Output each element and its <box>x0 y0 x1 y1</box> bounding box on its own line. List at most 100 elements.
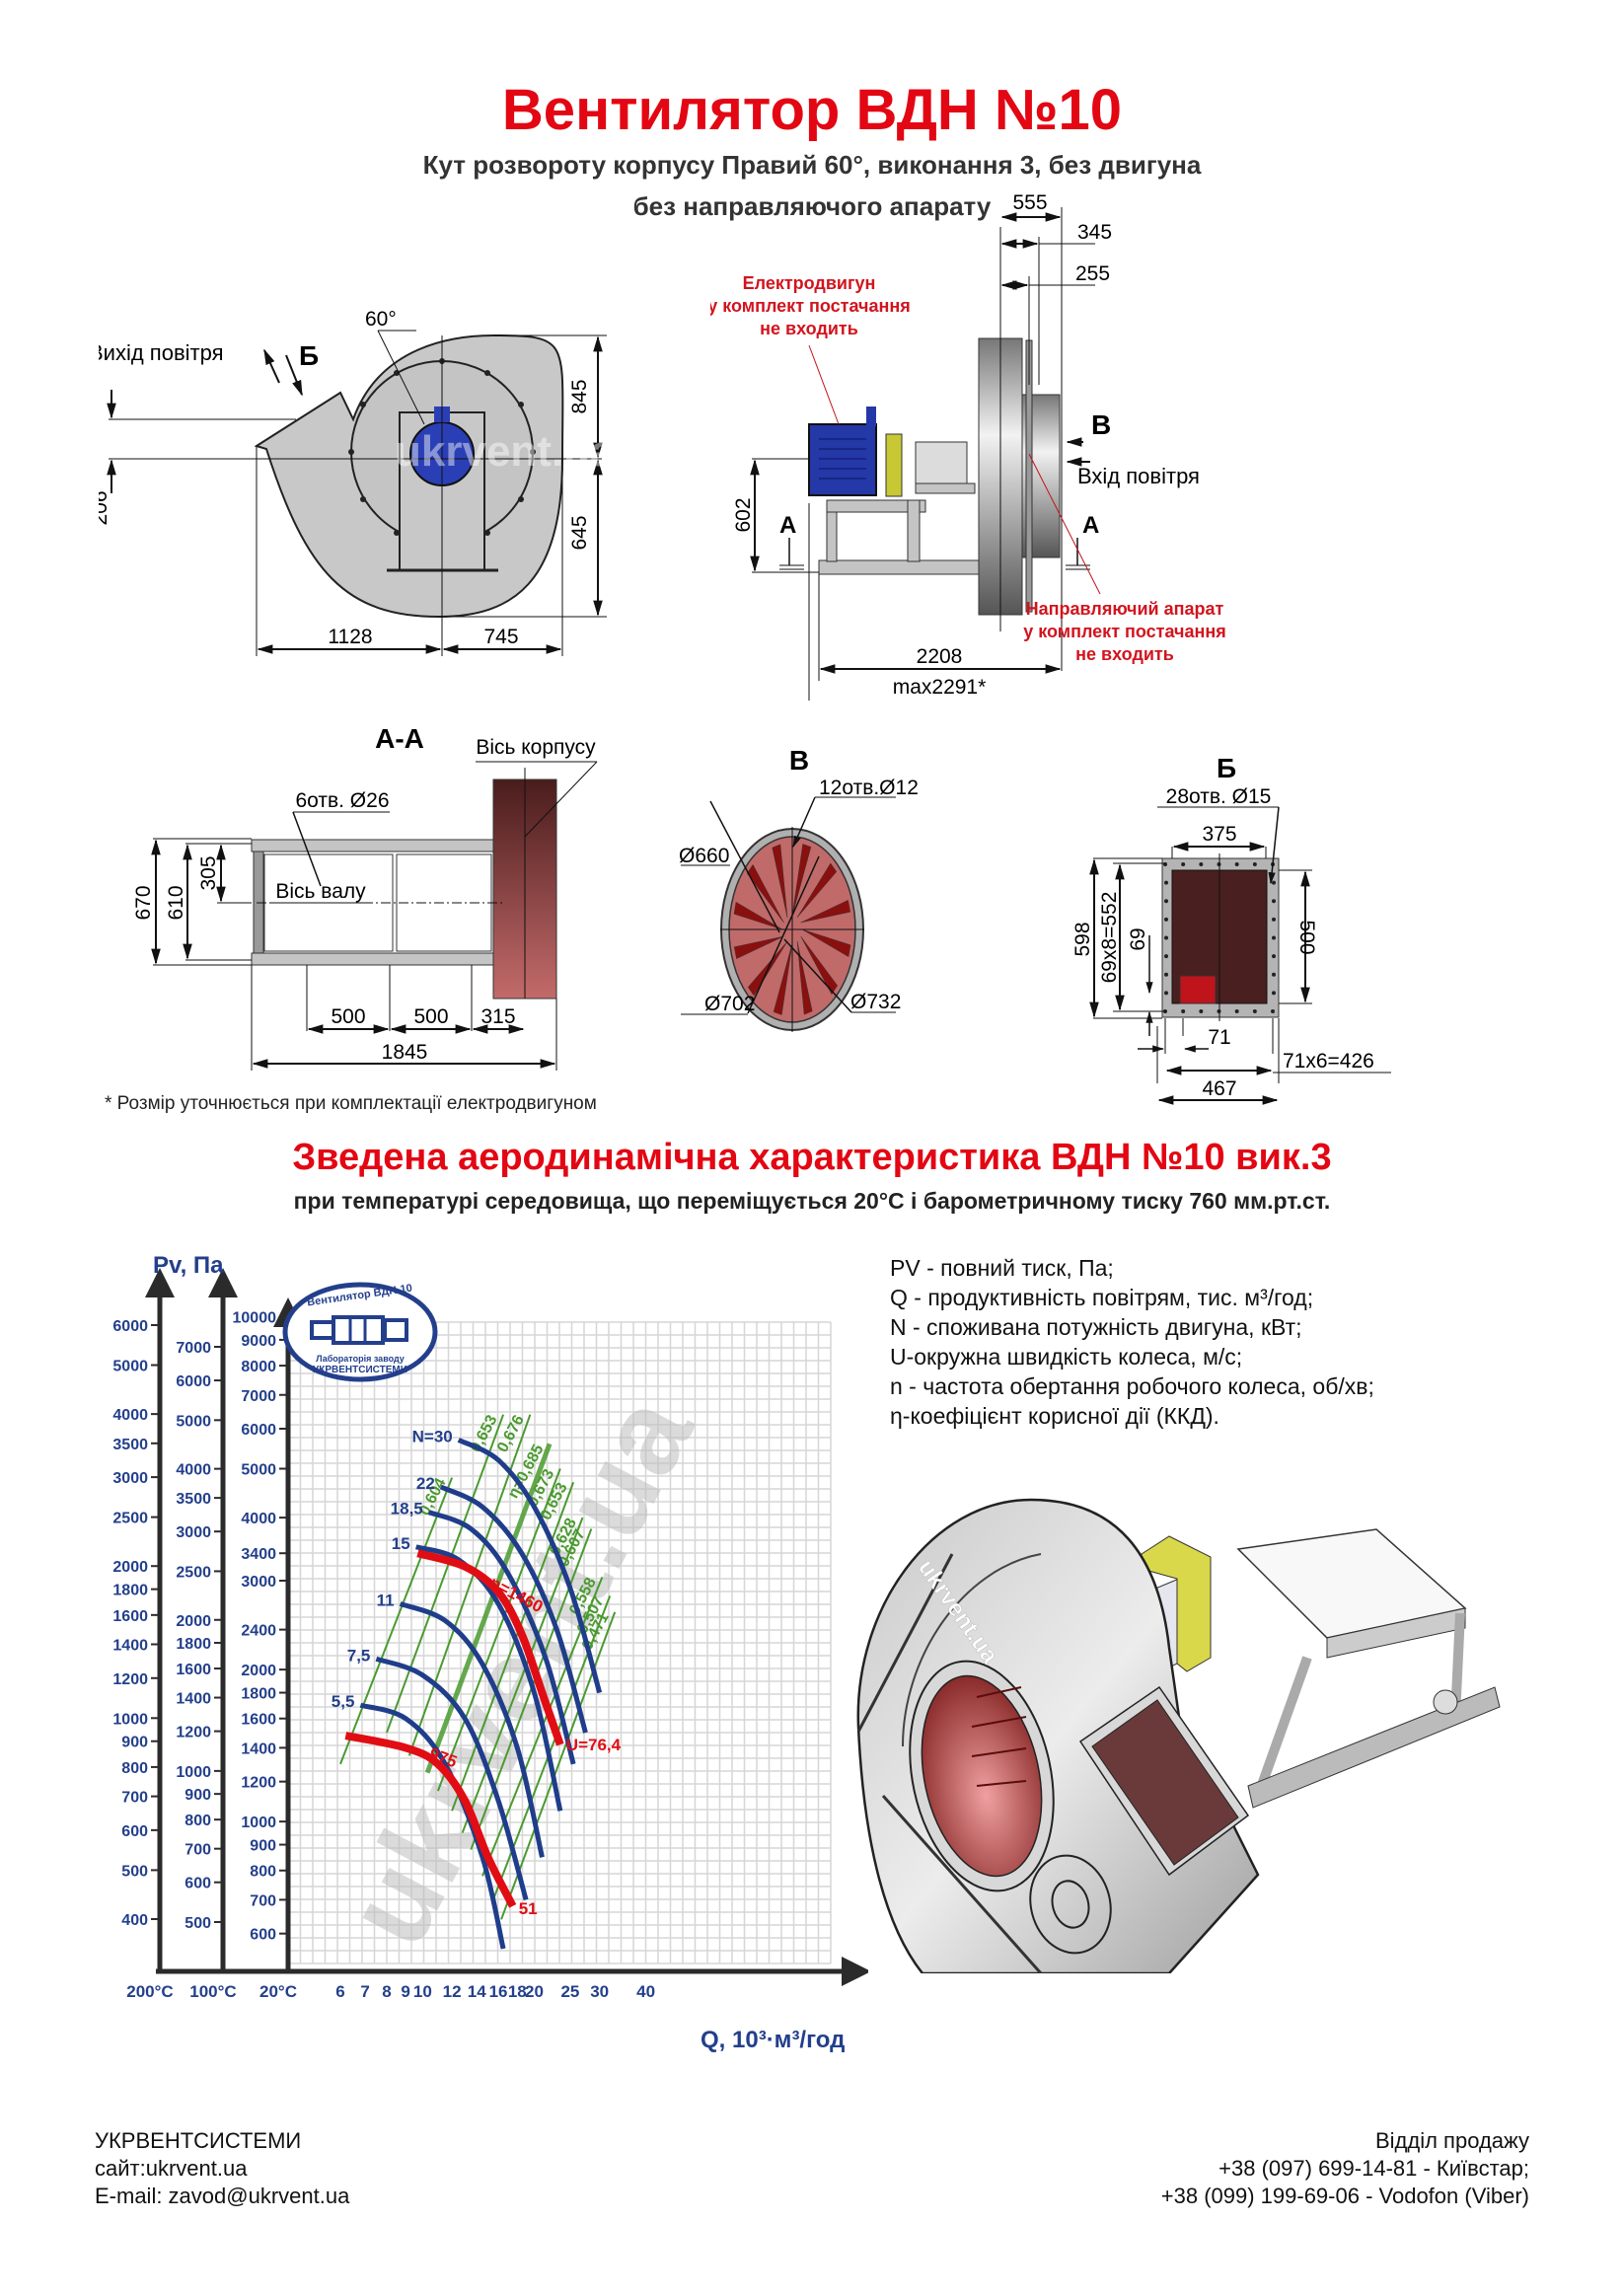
y-axis-label: Pv, Па <box>153 1252 224 1279</box>
y-tick-label: 1000 <box>112 1711 148 1728</box>
stamp-bottom-text-1: Лабораторія заводу <box>316 1354 405 1364</box>
y-tick-label: 900 <box>185 1787 211 1804</box>
footer-left: УКРВЕНТСИСТЕМИ сайт:ukrvent.ua E-mail: z… <box>95 2127 349 2210</box>
y-tick-label: 4000 <box>112 1407 148 1424</box>
power-curve-label: 18,5 <box>391 1500 423 1518</box>
dim-555: 555 <box>1012 191 1047 214</box>
phone-vodafone[interactable]: +38 (099) 199-69-06 - Vodofon (Viber) <box>1160 2184 1529 2208</box>
bolt <box>1164 899 1168 904</box>
x-tick-label: 6 <box>335 1982 344 2001</box>
x-tick-label: 8 <box>382 1982 391 2001</box>
y-tick-label: 1400 <box>176 1691 211 1708</box>
impeller-blade <box>801 928 851 958</box>
dim-255: 255 <box>1075 262 1110 285</box>
company-name: УКРВЕНТСИСТЕМИ <box>95 2128 302 2153</box>
temperature-label: 100°С <box>189 1982 236 2001</box>
power-curve <box>375 1656 529 1901</box>
y-tick-label: 3000 <box>241 1574 276 1591</box>
speed-curve <box>416 1549 564 1746</box>
y-tick-label: 800 <box>121 1760 148 1777</box>
dim-375: 375 <box>1202 823 1236 846</box>
bolt <box>1164 935 1168 940</box>
x-tick-label: 40 <box>636 1982 655 2001</box>
y-tick-label: 1800 <box>176 1636 211 1653</box>
x-axis-label: Q, 10³·м³/год <box>701 2027 845 2053</box>
view-b-drawing: Б 28отв. Ø15 375 598 69x8=552 69 500 71 … <box>1071 753 1391 1105</box>
bolt <box>1234 862 1239 866</box>
u-min-label: 51 <box>519 1899 538 1918</box>
power-curve <box>414 1544 563 1812</box>
impeller-blades-3d <box>971 1686 1027 1787</box>
y-tick-label: 1200 <box>176 1725 211 1741</box>
dim-345: 345 <box>1077 221 1112 244</box>
bolt <box>1272 991 1276 996</box>
legend-item-u: U-окружна швидкість колеса, м/с; <box>890 1344 1243 1370</box>
power-curve-label: 22 <box>416 1474 435 1493</box>
view-b-title: Б <box>1217 753 1236 783</box>
y-tick-label: 900 <box>121 1735 148 1751</box>
bolt <box>1271 1009 1275 1013</box>
motor-note-2: у комплект постачання <box>710 296 911 316</box>
dim-610: 610 <box>165 885 187 920</box>
company-site[interactable]: сайт:ukrvent.ua <box>95 2156 248 2181</box>
view-v-marker: В <box>1091 409 1111 440</box>
diameter-702: Ø702 <box>704 993 755 1015</box>
y-tick-label: 3000 <box>112 1470 148 1487</box>
fan-3d-illustration: ukrvent.ua <box>856 1498 1501 1973</box>
y-tick-label: 6000 <box>241 1422 276 1439</box>
dim-206: 206 <box>99 490 111 525</box>
legend-item-q: Q - продуктивність повітрям, тис. м³/год… <box>890 1285 1314 1310</box>
bolt <box>1164 917 1168 922</box>
power-curve-label: N=30 <box>412 1427 453 1445</box>
view-v-title: В <box>789 745 809 776</box>
section-a-left: А <box>779 512 796 539</box>
y-tick-label: 3000 <box>176 1524 211 1541</box>
x-tick-label: 30 <box>590 1982 609 2001</box>
guide-note-2: у комплект постачання <box>1023 622 1226 641</box>
dim-745: 745 <box>483 626 518 648</box>
x-tick-label: 18 <box>508 1982 527 2001</box>
impeller-blade <box>800 899 851 924</box>
power-curve <box>427 1510 576 1765</box>
temperature-label: 20°С <box>259 1982 297 2001</box>
legend-item-n: N - споживана потужність двигуна, кВт; <box>890 1314 1302 1340</box>
motor-note-3: не входить <box>760 319 858 338</box>
aero-subtitle: при температурі середовища, що переміщує… <box>293 1188 1331 1214</box>
housing-axis-label: Вісь корпусу <box>476 736 596 759</box>
company-email[interactable]: E-mail: zavod@ukrvent.ua <box>95 2184 350 2208</box>
u-max-label: U=76,4 <box>566 1736 622 1754</box>
dim-max-2291: max2291* <box>893 676 987 699</box>
side-view-drawing: 555 345 255 602 2208 max2291* А А В Вхід… <box>710 191 1226 701</box>
outlet-label: Вихід повітря <box>99 340 224 365</box>
y-tick-label: 3400 <box>241 1546 276 1563</box>
impeller-blade <box>791 844 812 917</box>
impeller-blade <box>796 941 813 1015</box>
power-curve <box>439 1484 588 1734</box>
bolt <box>1252 862 1257 866</box>
dim-598: 598 <box>1071 922 1094 956</box>
holes-12-label: 12отв.Ø12 <box>819 777 919 799</box>
dim-670: 670 <box>132 885 155 920</box>
bolt <box>1272 935 1276 940</box>
dim-500: 500 <box>1295 920 1318 954</box>
y-tick-label: 8000 <box>241 1359 276 1375</box>
phone-kyivstar[interactable]: +38 (097) 699-14-81 - Київстар; <box>1218 2156 1529 2181</box>
dim-1128: 1128 <box>328 626 372 648</box>
y-tick-label: 1800 <box>112 1583 148 1599</box>
y-tick-label: 1000 <box>241 1815 276 1831</box>
motor-note-1: Електродвигун <box>743 273 876 293</box>
y-tick-label: 2000 <box>176 1613 211 1630</box>
y-tick-label: 9000 <box>241 1333 276 1350</box>
y-tick-label: 2000 <box>241 1663 276 1679</box>
y-tick-label: 4000 <box>176 1462 211 1479</box>
impeller-blade <box>733 901 783 930</box>
y-tick-label: 1600 <box>241 1712 276 1729</box>
motor <box>808 423 877 496</box>
legend-item-pv: PV - повний тиск, Па; <box>890 1255 1114 1281</box>
aero-title: Зведена аеродинамічна характеристика ВДН… <box>292 1137 1332 1178</box>
dim-500-b: 500 <box>413 1005 448 1028</box>
bolt <box>1164 954 1168 959</box>
y-tick-label: 6000 <box>176 1373 211 1390</box>
y-tick-label: 1400 <box>241 1741 276 1757</box>
bolt <box>1181 1009 1186 1013</box>
